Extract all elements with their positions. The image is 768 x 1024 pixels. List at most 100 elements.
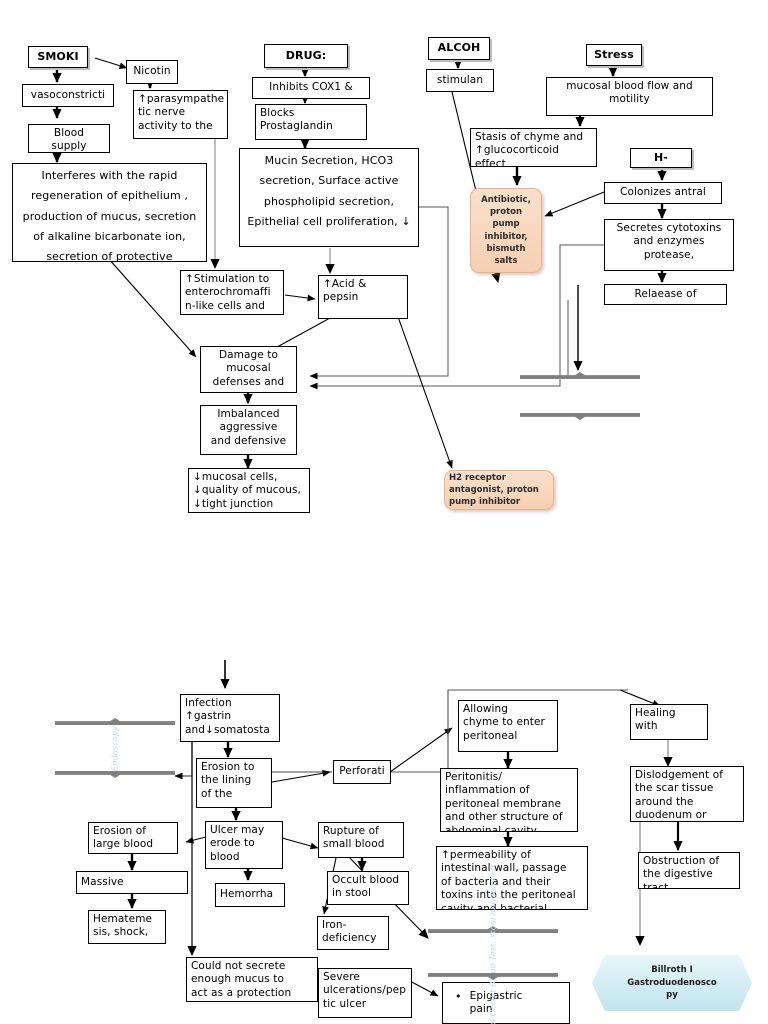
node-colonizes-antral-label: Colonizes antral: [620, 186, 706, 199]
intervention-antibiotic-label: Antibiotic, proton pump inhibitor, bismu…: [481, 194, 531, 267]
node-iron-deficiency[interactable]: Iron- deficiency: [317, 916, 389, 950]
node-acid-pepsin[interactable]: ↑Acid & pepsin: [318, 275, 408, 319]
node-severe-ulcerations-label: Severe ulcerations/pep tic ulcer: [323, 971, 406, 1010]
node-imbalanced-label: Imbalanced aggressive and defensive: [210, 408, 287, 447]
node-blood-supply[interactable]: Blood supply: [28, 124, 110, 153]
node-inhibits-cox-label: Inhibits COX1 &: [269, 81, 353, 94]
node-alcohol[interactable]: ALCOH: [428, 37, 490, 60]
node-release-of-label: Relaease of: [634, 287, 697, 300]
node-epigastric-pain[interactable]: • Epigastric pain: [442, 982, 570, 1024]
node-obstruction[interactable]: Obstruction of the digestive tract: [638, 852, 740, 889]
node-drug-label: DRUG:: [285, 48, 327, 62]
diagnostic-hexagon-endoscopy[interactable]: Endoscopy: [55, 718, 175, 778]
node-release-of[interactable]: Relaease of: [604, 284, 727, 305]
node-hemorrhage[interactable]: Hemorrha: [215, 883, 285, 907]
node-could-not-secrete-label: Could not secrete enough mucus to act as…: [191, 960, 292, 999]
node-mucosal-cells-label: ↓mucosal cells, ↓quality of mucous, ↓tig…: [193, 471, 301, 510]
node-massive[interactable]: Massive: [76, 871, 188, 894]
intervention-h2-receptor[interactable]: H2 receptor antagonist, proton pump inhi…: [444, 470, 554, 510]
node-vasoconstriction[interactable]: vasoconstricti: [22, 84, 114, 107]
node-mucin-secretion[interactable]: Mucin Secretion, HCO3 secretion, Surface…: [239, 148, 419, 247]
node-parasympathetic[interactable]: ↑parasympathe tic nerve activity to the: [133, 90, 228, 139]
node-damage-mucosal[interactable]: Damage to mucosal defenses and: [200, 346, 297, 393]
node-hpylori[interactable]: H-: [630, 148, 692, 168]
node-hemorrhage-label: Hemorrha: [220, 888, 274, 901]
diagnostic-hexagon-empty[interactable]: [520, 372, 640, 420]
node-occult-blood-label: Occult blood in stool: [332, 874, 400, 900]
node-stimulation-ecl-label: ↑Stimulation to enterochromaffi n-like c…: [185, 273, 271, 312]
node-smoking[interactable]: SMOKI: [28, 46, 88, 68]
hexagon-bottom-edge: [520, 413, 640, 420]
node-hematemesis-label: Hemateme sis, shock,: [93, 913, 153, 939]
surgery-hexagon-billroth[interactable]: Billroth I Gastroduodenosco py: [592, 955, 752, 1011]
node-nicotine[interactable]: Nicotin: [126, 60, 178, 84]
node-rupture-small-blood-label: Rupture of small blood: [323, 825, 385, 851]
node-obstruction-label: Obstruction of the digestive tract: [643, 855, 720, 889]
node-colonizes-antral[interactable]: Colonizes antral: [604, 182, 722, 204]
node-stimulant-label: stimulan: [436, 73, 484, 86]
node-drug[interactable]: DRUG:: [264, 44, 348, 68]
hexagon-top-edge: [55, 718, 175, 725]
node-epigastric-pain-wrap: • Epigastric pain: [447, 983, 565, 1023]
node-perforation-label: Perforati: [339, 765, 385, 778]
node-nicotine-label: Nicotin: [133, 65, 171, 78]
hexagon-top-edge: [428, 926, 558, 933]
node-dislodgement-label: Dislodgement of the scar tissue around t…: [635, 769, 724, 822]
node-mucosal-blood-flow[interactable]: mucosal blood flow and motility: [546, 77, 713, 116]
hexagon-bottom-edge: [428, 973, 558, 980]
node-iron-deficiency-label: Iron- deficiency: [322, 919, 377, 945]
node-parasympathetic-label: ↑parasympathe tic nerve activity to the: [138, 93, 225, 132]
node-perforation[interactable]: Perforati: [333, 760, 391, 784]
node-stasis[interactable]: Stasis of chyme and ↑glucocorticoid effe…: [470, 128, 597, 167]
node-hematemesis[interactable]: Hemateme sis, shock,: [88, 910, 166, 944]
node-secretes-cytotoxins-label: Secretes cytotoxins and enzymes protease…: [616, 222, 722, 261]
node-acid-pepsin-label: ↑Acid & pepsin: [323, 278, 367, 304]
node-imbalanced[interactable]: Imbalanced aggressive and defensive: [200, 405, 297, 455]
hexagon-bottom-edge: [55, 771, 175, 778]
node-mucosal-cells[interactable]: ↓mucosal cells, ↓quality of mucous, ↓tig…: [188, 468, 310, 513]
node-infection-label: Infection ↑gastrin and↓somatosta: [185, 697, 270, 736]
node-massive-label: Massive: [81, 875, 124, 888]
node-interferes[interactable]: Interferes with the rapid regeneration o…: [12, 163, 207, 262]
node-occult-blood[interactable]: Occult blood in stool: [327, 871, 409, 905]
intervention-h2-receptor-label: H2 receptor antagonist, proton pump inhi…: [449, 472, 539, 508]
node-ulcer-erode[interactable]: Ulcer may erode to blood: [205, 821, 283, 869]
node-peritonitis[interactable]: Peritonitis/ inflammation of peritoneal …: [440, 768, 578, 832]
diagnostic-fecal-occult-label: Fecal Occult Blood Test, stool antigen t…: [488, 864, 498, 1024]
bullet-icon: •: [455, 989, 462, 1003]
intervention-antibiotic[interactable]: Antibiotic, proton pump inhibitor, bismu…: [470, 188, 542, 273]
node-stimulation-ecl[interactable]: ↑Stimulation to enterochromaffi n-like c…: [180, 270, 284, 315]
node-secretes-cytotoxins[interactable]: Secretes cytotoxins and enzymes protease…: [604, 219, 734, 271]
node-could-not-secrete[interactable]: Could not secrete enough mucus to act as…: [186, 957, 318, 1002]
node-erosion-lining[interactable]: Erosion to the lining of the: [196, 758, 272, 808]
node-rupture-small-blood[interactable]: Rupture of small blood: [318, 822, 404, 858]
diagnostic-hexagon-fecal-occult[interactable]: Fecal Occult Blood Test, stool antigen t…: [428, 864, 558, 1024]
node-mucosal-blood-flow-label: mucosal blood flow and motility: [566, 80, 693, 106]
node-interferes-label: Interferes with the rapid regeneration o…: [22, 169, 197, 262]
node-infection[interactable]: Infection ↑gastrin and↓somatosta: [180, 694, 280, 742]
node-erosion-large-blood[interactable]: Erosion of large blood: [88, 822, 178, 854]
node-permeability[interactable]: ↑permeability of intestinal wall, passag…: [436, 846, 588, 910]
node-hpylori-label: H-: [654, 150, 668, 164]
node-erosion-lining-label: Erosion to the lining of the: [201, 761, 255, 800]
node-blood-supply-label: Blood supply: [51, 127, 87, 153]
node-epigastric-pain-label: Epigastric pain: [469, 989, 523, 1015]
node-vasoconstriction-label: vasoconstricti: [30, 88, 106, 101]
node-severe-ulcerations[interactable]: Severe ulcerations/pep tic ulcer: [318, 968, 412, 1018]
node-alcohol-label: ALCOH: [437, 41, 481, 55]
node-allowing-chyme[interactable]: Allowing chyme to enter peritoneal: [458, 700, 558, 752]
node-inhibits-cox[interactable]: Inhibits COX1 &: [252, 77, 370, 99]
node-damage-mucosal-label: Damage to mucosal defenses and: [212, 349, 285, 388]
node-stress[interactable]: Stress: [586, 44, 642, 66]
node-stress-label: Stress: [594, 47, 634, 61]
node-smoking-label: SMOKI: [37, 49, 79, 63]
node-blocks-prostaglandin[interactable]: Blocks Prostaglandin: [255, 104, 367, 140]
node-dislodgement[interactable]: Dislodgement of the scar tissue around t…: [630, 766, 744, 822]
node-permeability-label: ↑permeability of intestinal wall, passag…: [441, 849, 576, 910]
node-healing-with[interactable]: Healing with: [630, 704, 708, 740]
node-healing-with-label: Healing with: [635, 707, 676, 733]
node-erosion-large-blood-label: Erosion of large blood: [93, 825, 154, 851]
node-stimulant[interactable]: stimulan: [426, 69, 494, 92]
surgery-billroth-label: Billroth I Gastroduodenosco py: [627, 964, 717, 1001]
